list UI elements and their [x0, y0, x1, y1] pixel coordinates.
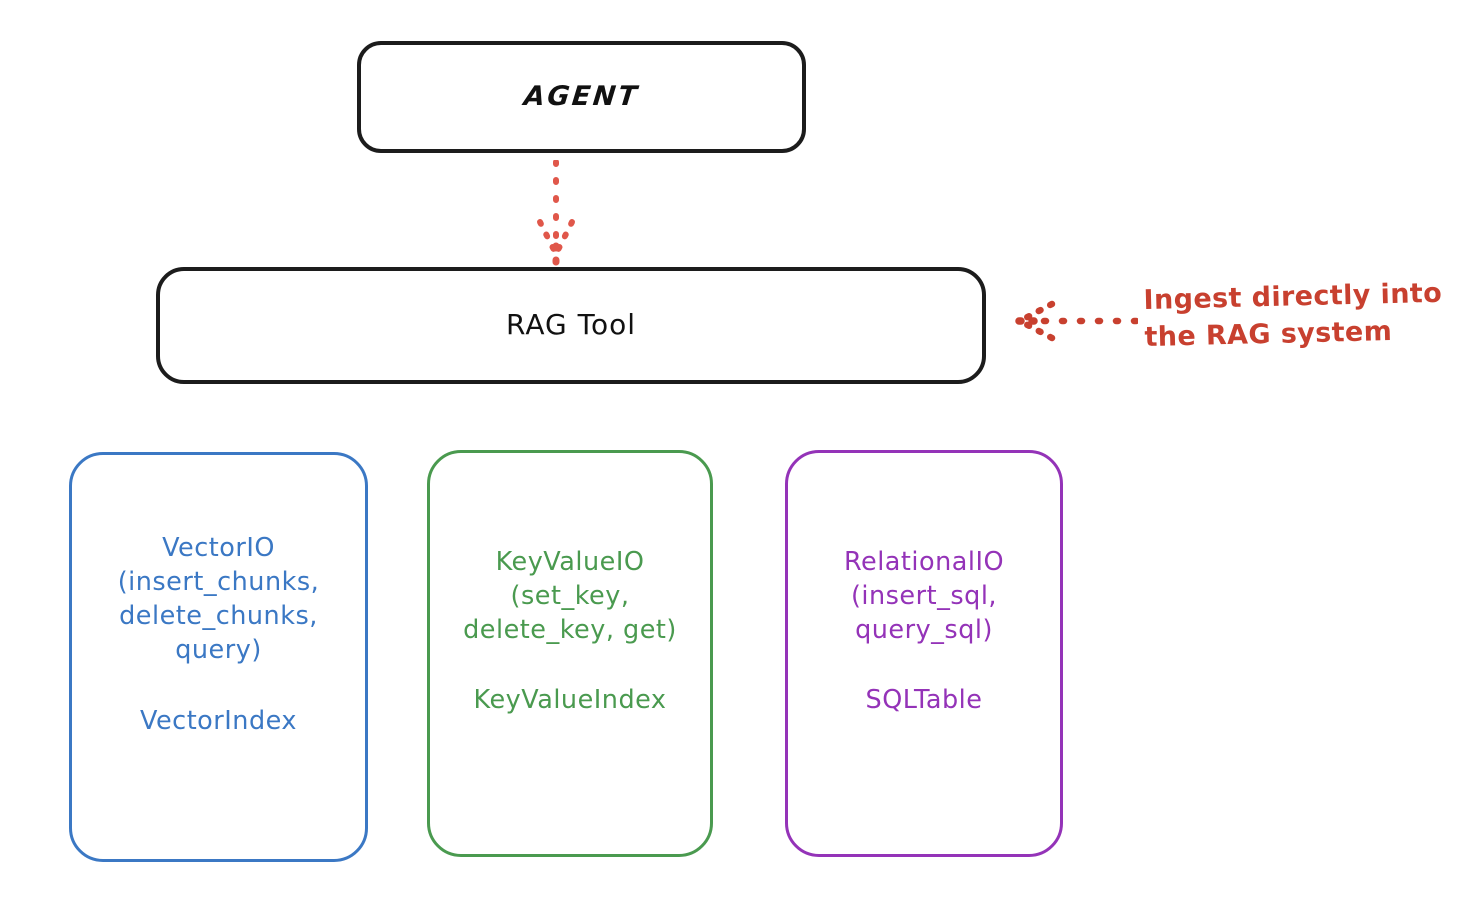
- node-vector-io-index-label: VectorIndex: [140, 705, 297, 736]
- node-key-value-io-index-label: KeyValueIndex: [473, 685, 667, 716]
- node-relational-io-index-label: SQLTable: [865, 685, 983, 716]
- annotation-ingest: Ingest directly into the RAG system: [1143, 277, 1443, 354]
- node-rag-tool-label: RAG Tool: [506, 308, 636, 342]
- node-key-value-io[interactable]: KeyValueIO (set_key, delete_key, get) Ke…: [427, 450, 713, 857]
- node-agent[interactable]: AGENT: [357, 41, 806, 153]
- node-vector-io[interactable]: VectorIO (insert_chunks, delete_chunks, …: [69, 452, 368, 862]
- connector-agent-to-rag-tool-arrow: [537, 160, 575, 268]
- node-relational-io[interactable]: RelationalIO (insert_sql, query_sql) SQL…: [785, 450, 1063, 857]
- node-relational-io-api-label: RelationalIO (insert_sql, query_sql): [843, 547, 1005, 646]
- node-rag-tool[interactable]: RAG Tool: [156, 267, 986, 384]
- connector-ingest-arrow: [1014, 300, 1138, 342]
- node-agent-label: AGENT: [522, 81, 641, 113]
- node-vector-io-api-label: VectorIO (insert_chunks, delete_chunks, …: [117, 533, 320, 666]
- node-key-value-io-api-label: KeyValueIO (set_key, delete_key, get): [463, 547, 677, 646]
